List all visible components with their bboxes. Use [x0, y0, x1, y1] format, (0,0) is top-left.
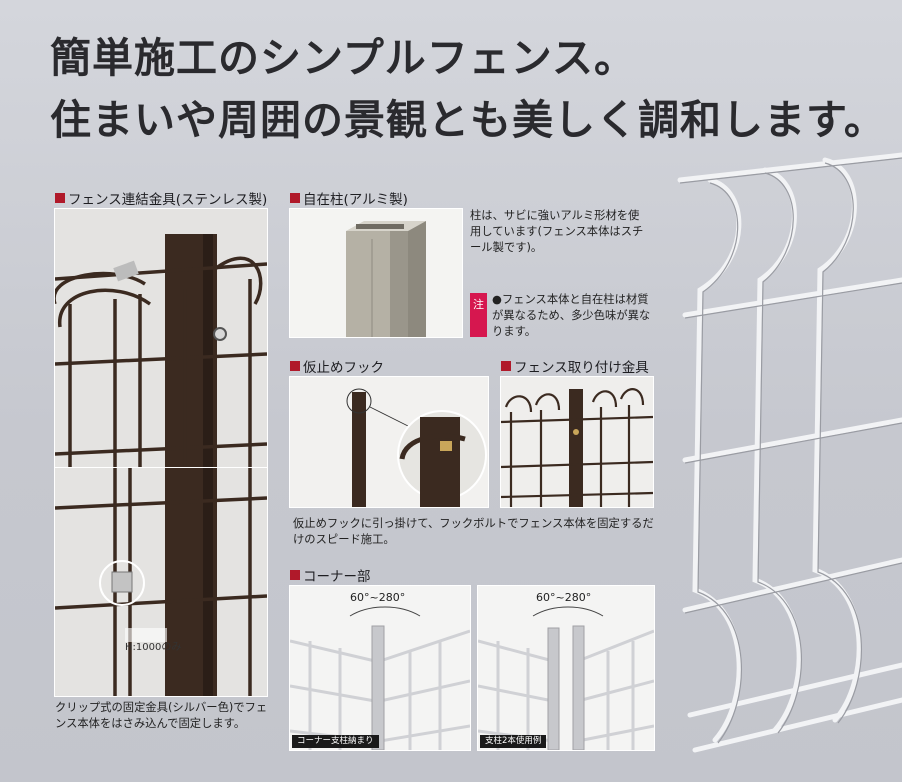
note-mark: 注	[470, 293, 487, 337]
section-marker-icon	[290, 570, 300, 580]
left-corner-caption: コーナー支柱納まり	[292, 735, 379, 748]
corner-photo-right: 60°~280° 支柱2本使用例	[477, 585, 655, 751]
mount-section-title: フェンス取り付け金具	[501, 356, 649, 376]
mount-photo	[500, 376, 654, 508]
connector-caption: クリップ式の固定金具(シルバー色)でフェンス本体をはさみ込んで固定します。	[55, 701, 268, 730]
section-marker-icon	[290, 193, 300, 203]
section-marker-icon	[501, 361, 511, 371]
right-corner-caption: 支柱2本使用例	[480, 735, 547, 748]
section-marker-icon	[55, 193, 65, 203]
hook-section-title: 仮止めフック	[290, 356, 384, 376]
hook-caption: 仮止めフックに引っ掛けて、フックボルトでフェンス本体を固定するだけのスピード施工…	[293, 517, 654, 546]
post-photo	[289, 208, 463, 338]
connector-section-title: フェンス連結金具(ステンレス製)	[55, 188, 267, 208]
headline-line-2: 住まいや周囲の景観とも美しく調和します。	[50, 96, 886, 144]
right-angle-label: 60°~280°	[536, 591, 592, 604]
height-badge: H:1000のみ	[125, 642, 182, 653]
post-section-title: 自在柱(アルミ製)	[290, 188, 408, 208]
corner-section-title: コーナー部	[290, 565, 371, 585]
connector-photo-bottom: H:1000のみ	[54, 467, 268, 697]
corner-photo-left: 60°~280° コーナー支柱納まり	[289, 585, 471, 751]
connector-photo-top	[54, 208, 268, 468]
fence-illustration	[677, 152, 902, 753]
post-note: ●フェンス本体と自在柱は材質が異なるため、多少色味が異なります。	[492, 293, 651, 338]
section-marker-icon	[290, 361, 300, 371]
post-description: 柱は、サビに強いアルミ形材を使用しています(フェンス本体はスチール製です)。	[470, 209, 644, 254]
hook-photo	[289, 376, 489, 508]
left-angle-label: 60°~280°	[350, 591, 406, 604]
headline-line-1: 簡単施工のシンプルフェンス。	[50, 34, 636, 82]
